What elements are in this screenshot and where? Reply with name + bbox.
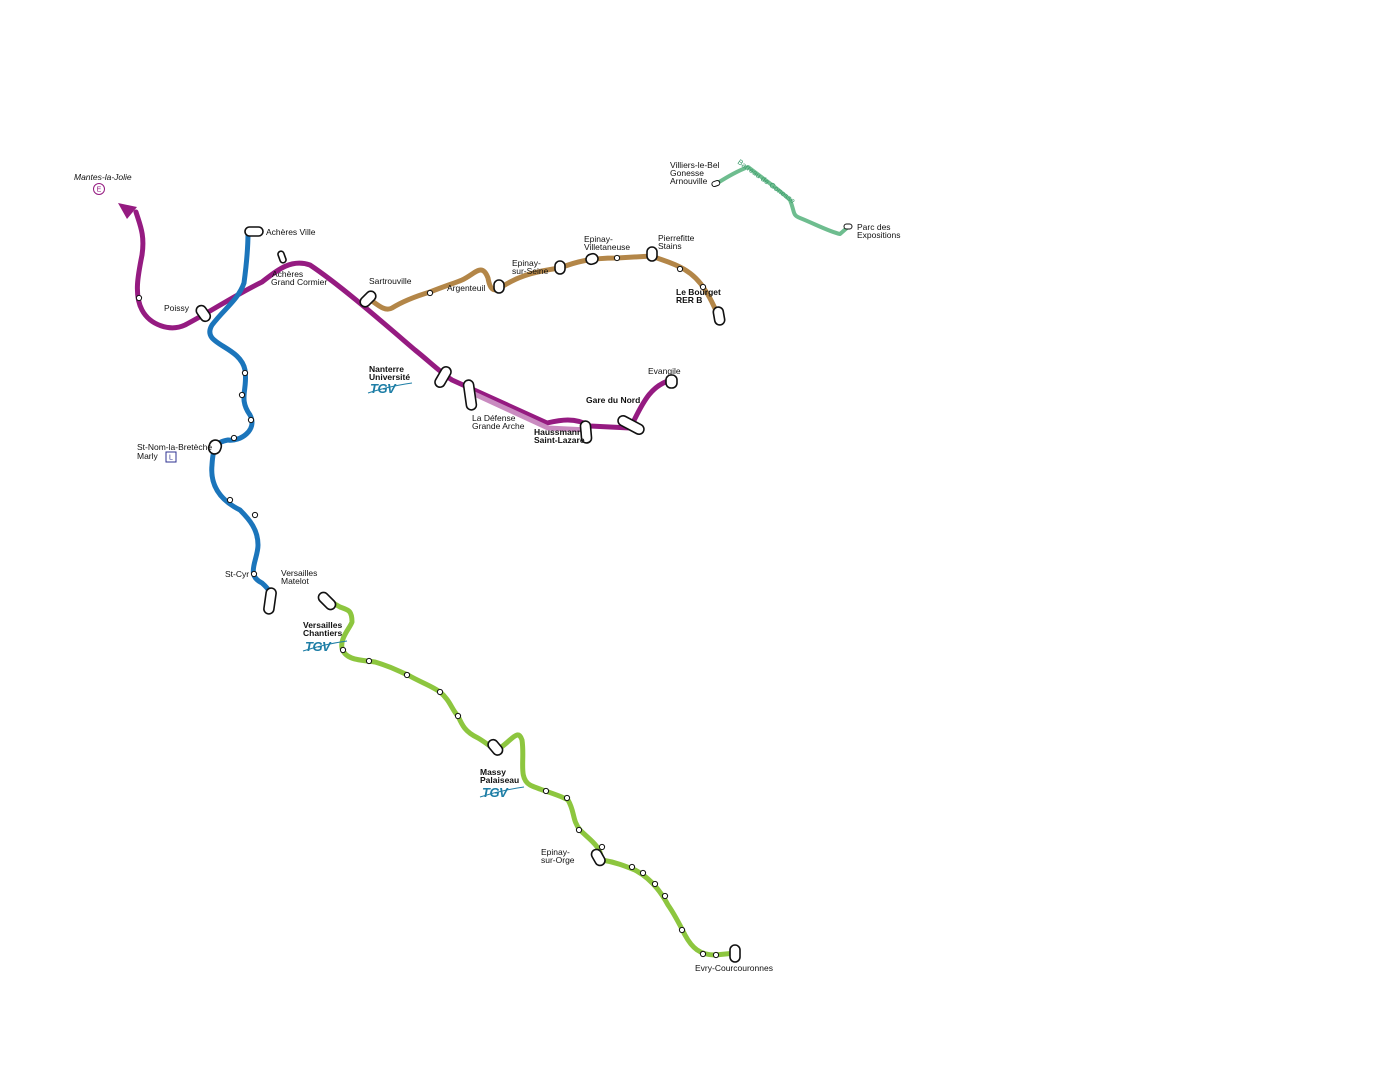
interchange-sartrouville [359,290,377,308]
purple-light-line [467,389,591,433]
label-massy-1: Massy [480,767,506,777]
mint-line [714,165,850,236]
label-acheres-gc-2: Grand Cormier [271,277,327,287]
label-st-cyr: St-Cyr [225,569,249,579]
label-versailles-matelot-2: Matelot [281,576,310,586]
label-st-nom-1: St-Nom-la-Bretèche [137,442,212,452]
interchange-nanterre [434,366,452,388]
label-parc-expo-1: Parc des [857,222,891,232]
label-epinay-villetaneuse-1: Epinay- [584,234,613,244]
label-villiers-1: Villiers-le-Bel [670,160,720,170]
label-epinay-seine-1: Epinay- [512,258,541,268]
interchange-acheres-gc [277,250,287,264]
label-epinay-seine-2: sur-Seine [512,266,549,276]
interchange-haussmann [579,420,593,444]
purple-arrowhead [118,203,137,219]
label-haussmann-2: Saint-Lazare [534,435,585,445]
label-la-defense-2: Grande Arche [472,421,525,431]
purple-stops [135,294,143,302]
tgv-swoosh-massy [479,786,525,798]
purple-line-west [133,209,550,426]
label-pierrefitte-1: Pierrefitte [658,233,695,243]
interchange-epinay-orge [590,848,606,867]
green-line [325,597,739,958]
interchange-poissy [195,304,212,323]
label-massy-2: Palaiseau [480,775,519,785]
label-evangile: Evangile [648,366,681,376]
label-gare-du-nord: Gare du Nord [586,395,640,405]
label-epinay-orge-2: sur-Orge [541,855,575,865]
label-epinay-villetaneuse-2: Villetaneuse [584,242,630,252]
interchange-pierrefitte [646,246,658,262]
mint-stops [711,180,853,230]
label-villiers-2: Gonesse [670,168,704,178]
label-villiers-3: Arnouville [670,176,708,186]
label-parc-expo-2: Expositions [857,230,900,240]
interchange-epinay-seine [554,260,566,275]
label-haussmann-1: Haussmann [534,427,582,437]
rer-e-badge: E [93,183,105,195]
label-pierrefitte-2: Stains [658,241,682,251]
interchange-epinay-villetaneuse [585,252,599,266]
label-acheres-gc-1: Achères [272,269,303,279]
svg-text:L: L [169,455,173,462]
interchange-st-cyr [263,587,277,615]
label-epinay-orge-1: Epinay- [541,847,570,857]
label-la-defense-1: La Défense [472,413,516,423]
label-le-bourget-2: RER B [676,295,702,305]
interchange-acheres-ville [244,226,264,237]
svg-text:E: E [97,187,102,194]
tgv-swoosh-versailles [302,640,348,652]
interchange-la-defense [462,379,478,411]
interchange-gare-du-nord [617,414,645,436]
interchange-le-bourget [712,306,726,326]
interchange-st-nom [207,439,223,455]
label-le-bourget-1: Le Bourget [676,287,721,297]
green-stops [339,646,720,959]
label-evry: Evry-Courcouronnes [695,963,773,973]
label-argenteuil: Argenteuil [447,283,485,293]
tgv-swoosh-nanterre [367,382,413,394]
interchange-massy [487,738,504,756]
label-acheres-ville: Achères Ville [266,227,316,237]
label-st-nom-2: Marly [137,451,159,461]
interchange-versailles-chantiers [317,591,337,611]
label-versailles-chantiers-1: Versailles [303,620,343,630]
label-poissy: Poissy [164,303,190,313]
label-versailles-matelot-1: Versailles [281,568,317,578]
brown-stops [426,254,707,297]
label-sartrouville: Sartrouville [369,276,412,286]
label-mantes: Mantes-la-Jolie [74,172,132,182]
blue-stops [226,369,259,578]
label-nanterre-2: Université [369,372,410,382]
label-barreau-gonesse: Barreau de Gonesse [736,157,797,205]
label-nanterre-1: Nanterre [369,364,404,374]
interchange-evry [729,944,741,963]
label-versailles-chantiers-2: Chantiers [303,628,342,638]
interchange-evangile [665,374,678,389]
interchange-argenteuil [493,279,505,294]
transilien-l-badge: L [165,451,177,463]
blue-line [207,230,274,603]
interchanges [195,226,741,963]
